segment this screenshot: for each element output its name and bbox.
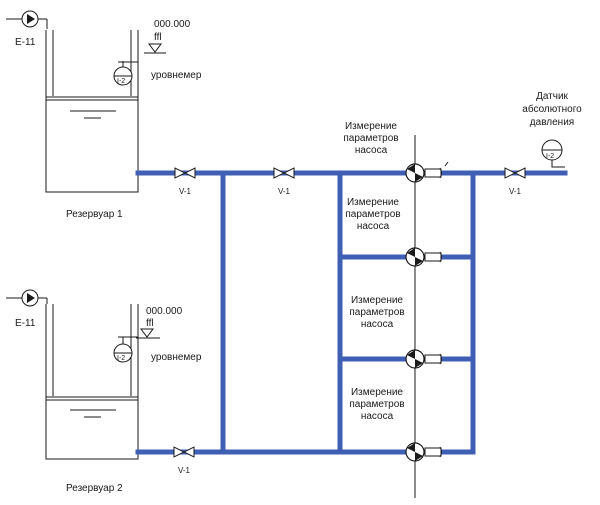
sensor-label-line: абсолютного [522, 103, 582, 115]
centrifugal-pump-icon[interactable] [405, 442, 442, 462]
level-unit: ffl [146, 318, 154, 329]
pump-station-4: Измерение параметров насоса [349, 387, 442, 462]
centrifugal-pump-icon[interactable] [405, 349, 442, 369]
level-value: 000.000 [146, 306, 183, 317]
tank-label: Резервуар 1 [66, 209, 123, 220]
tank-1: E-11 000.000 ffl I-2 уровнемер Резервуар… [6, 10, 202, 220]
centrifugal-pump-icon[interactable] [405, 161, 449, 183]
tank-2: E-11 000.000 ffl I-2 уровнемер Резервуар… [6, 289, 202, 494]
valve-outlet[interactable]: V-1 [504, 167, 526, 196]
level-meter-label: уровнемер [151, 70, 202, 81]
gauge-label: I-2 [117, 78, 125, 85]
sensor-label-line: Датчик [536, 91, 568, 102]
pump-label: E-11 [15, 318, 36, 329]
pump-label: E-11 [15, 37, 36, 48]
pump-station-label: Измерение [351, 387, 403, 398]
valve-label: V-1 [509, 187, 522, 196]
pump-station-label: насоса [361, 319, 394, 330]
level-unit: ffl [154, 32, 162, 43]
pump-station-2: Измерение параметров насоса [345, 197, 442, 267]
pump-station-label: насоса [355, 145, 388, 156]
pump-station-label: параметров [349, 399, 404, 410]
gauge-icon[interactable] [113, 343, 133, 363]
sensor-label-line: давления [530, 117, 574, 128]
gauge-icon[interactable] [113, 66, 133, 86]
pressure-sensor: Датчик абсолютного давления I-2 [522, 91, 582, 168]
tank-label: Резервуар 2 [66, 483, 123, 494]
gauge-label: I-2 [117, 355, 125, 362]
pump-station-label: параметров [349, 307, 404, 318]
valve-tank1-outlet[interactable]: V-1 [174, 167, 196, 196]
valve-label: V-1 [278, 187, 291, 196]
pump-station-1: Измерение параметров насоса [343, 121, 449, 183]
gauge-label: I-2 [546, 153, 554, 160]
gauge-icon[interactable] [541, 139, 563, 161]
valve-label: V-1 [179, 187, 192, 196]
level-meter-label: уровнемер [151, 352, 202, 363]
level-value: 000.000 [154, 19, 191, 30]
pump-station-label: насоса [361, 411, 394, 422]
pump-station-label: Измерение [351, 295, 403, 306]
pump-station-label: насоса [357, 221, 390, 232]
pump-station-label: Измерение [345, 121, 397, 132]
pump-station-label: параметров [345, 209, 400, 220]
pump-station-3: Измерение параметров насоса [349, 295, 442, 369]
valve-label: V-1 [178, 466, 191, 475]
pump-station-label: Измерение [347, 197, 399, 208]
valve-tank2-outlet[interactable]: V-1 [173, 446, 195, 475]
pump-station-label: параметров [343, 133, 398, 144]
valve-mid[interactable]: V-1 [273, 167, 295, 196]
centrifugal-pump-icon[interactable] [405, 247, 442, 267]
